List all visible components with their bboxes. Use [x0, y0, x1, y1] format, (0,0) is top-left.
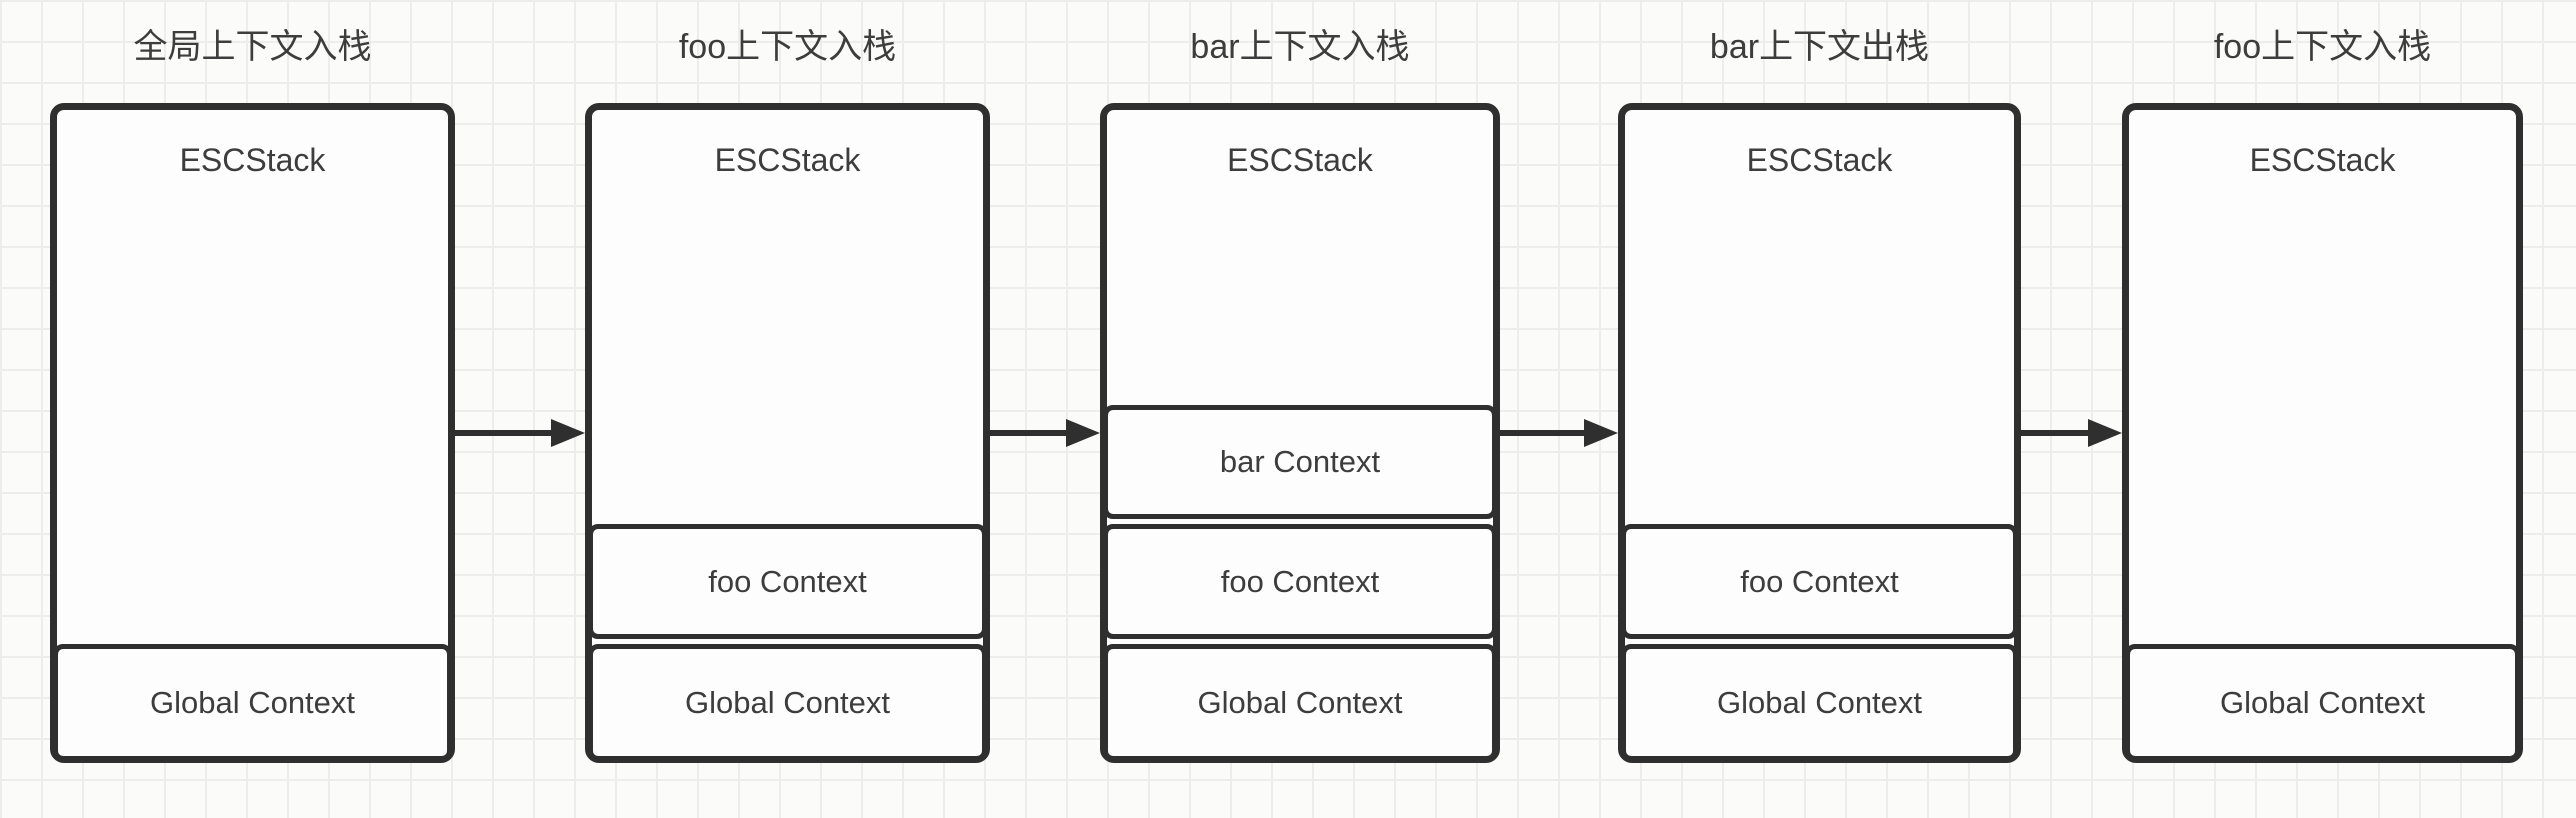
arrow-shaft [987, 430, 1072, 436]
arrow-right-icon [2088, 419, 2122, 447]
stack-5-title: foo上下文入栈 [2213, 28, 2432, 66]
stack-3-title: bar上下文入栈 [1190, 28, 1410, 66]
stack-3-global-context-item: Global Context [1103, 644, 1497, 761]
stack-3-bar-context-item: bar Context [1103, 405, 1497, 519]
stack-4-escstack-label: ESCStack [1746, 142, 1893, 178]
arrow-right-icon [1066, 419, 1100, 447]
stack-1-title: 全局上下文入栈 [133, 28, 372, 66]
arrow-stack4-to-stack5 [2018, 419, 2122, 447]
arrow-shaft [452, 430, 557, 436]
stack-1-global-context-item: Global Context [53, 644, 452, 761]
stack-4-title: bar上下文出栈 [1709, 28, 1930, 66]
arrow-shaft [2018, 430, 2094, 436]
stack-3-escstack-box: ESCStack bar Context foo Context Global … [1100, 103, 1500, 763]
arrow-stack2-to-stack3 [987, 419, 1100, 447]
arrow-stack3-to-stack4 [1497, 419, 1618, 447]
stack-1-escstack-box: ESCStack Global Context [50, 103, 455, 763]
stack-4-escstack-box: ESCStack foo Context Global Context [1618, 103, 2021, 763]
stack-3-escstack-label: ESCStack [1227, 142, 1373, 178]
arrow-right-icon [551, 419, 585, 447]
stack-2-title: foo上下文入栈 [678, 28, 897, 66]
stack-2-foo-context-item: foo Context [588, 524, 987, 639]
stack-5-escstack-box: ESCStack Global Context [2122, 103, 2523, 763]
stack-2-escstack-box: ESCStack foo Context Global Context [585, 103, 990, 763]
arrow-right-icon [1584, 419, 1618, 447]
stack-1-escstack-label: ESCStack [179, 142, 326, 178]
stack-5-escstack-label: ESCStack [2249, 142, 2396, 178]
stack-2-escstack-label: ESCStack [714, 142, 861, 178]
stack-5-global-context-item: Global Context [2125, 644, 2520, 761]
stack-3-foo-context-item: foo Context [1103, 524, 1497, 639]
stack-4-foo-context-item: foo Context [1621, 524, 2018, 639]
stack-4-global-context-item: Global Context [1621, 644, 2018, 761]
arrow-stack1-to-stack2 [452, 419, 585, 447]
stack-2-global-context-item: Global Context [588, 644, 987, 761]
arrow-shaft [1497, 430, 1590, 436]
